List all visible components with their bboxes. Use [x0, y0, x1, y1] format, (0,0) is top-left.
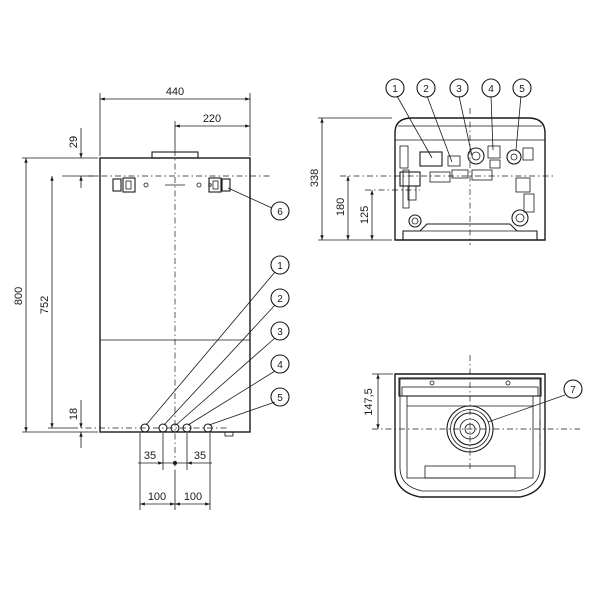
dim-bottom-offset: 18: [68, 400, 83, 448]
dim-width-label: 440: [166, 86, 184, 98]
dim-connection-spacing: 35 35: [138, 433, 212, 470]
bottom-callout-5-label: 5: [519, 84, 525, 95]
front-callout-5-label: 5: [277, 393, 283, 404]
front-callout-4-label: 4: [277, 360, 283, 371]
top-view: 7 147,5: [363, 355, 583, 498]
callout-6-circle: [270, 201, 290, 221]
dim-bottom-offset-label: 18: [68, 408, 80, 420]
callout-6-leader: [227, 187, 273, 209]
front-connection-fittings: [140, 423, 213, 433]
bottom-callout-4-label: 4: [488, 84, 494, 95]
dim-flue-offset-label: 147,5: [363, 388, 375, 416]
bottom-callout-3-label: 3: [456, 84, 462, 95]
front-callout-3-label: 3: [277, 327, 283, 338]
dim-width: 440: [99, 86, 251, 156]
dim-height-label: 800: [13, 287, 25, 305]
dim-bottom-conn-a: 180: [335, 176, 350, 240]
dim-bottom-conn-b: 125: [359, 190, 374, 240]
front-mount-bracket-right: [196, 177, 231, 193]
bottom-view-callouts: 1 2 3 4 5: [385, 78, 532, 163]
front-callouts: 1 2 3 4 5: [145, 255, 290, 426]
front-callout-1-label: 1: [277, 261, 283, 272]
front-view: 6 1 2 3 4 5 440: [13, 86, 290, 510]
dim-flue-offset: 147,5: [363, 373, 393, 429]
callout-7-circle: [563, 379, 583, 399]
dim-bottom-conn-a-label: 180: [335, 198, 347, 216]
bottom-callout-1-label: 1: [392, 84, 398, 95]
callout-7-label: 7: [570, 385, 576, 396]
dim-bottom-height: 338: [309, 117, 392, 241]
dim-connection-distance: 100 100: [139, 433, 211, 510]
callout-6-label: 6: [277, 207, 283, 218]
top-view-outline: [394, 373, 546, 498]
dim-conn-right-label: 35: [194, 450, 206, 462]
front-mount-bracket-left: [112, 177, 149, 193]
bottom-view-outline: [394, 117, 546, 241]
dim-dist-left-label: 100: [148, 491, 166, 503]
bottom-view-internals: [399, 145, 535, 228]
dim-mount-height-label: 752: [39, 296, 51, 314]
dim-conn-left-label: 35: [144, 450, 156, 462]
dim-mount-height: 752: [39, 176, 72, 429]
dim-bottom-conn-b-label: 125: [359, 206, 371, 224]
front-callout-2-label: 2: [277, 294, 283, 305]
dim-height: 800: [13, 157, 98, 433]
callout-7-leader: [487, 394, 566, 423]
bottom-view: 1 2 3 4 5 338 180: [309, 78, 555, 245]
dim-half-width: 220: [174, 113, 250, 150]
dim-top-offset: 29: [62, 128, 98, 188]
dim-dist-right-label: 100: [184, 491, 202, 503]
dim-half-width-label: 220: [203, 113, 221, 125]
dim-top-offset-label: 29: [68, 136, 80, 148]
dim-bottom-height-label: 338: [309, 169, 321, 187]
front-bottom-foot: [224, 431, 234, 437]
bottom-callout-2-label: 2: [423, 84, 429, 95]
